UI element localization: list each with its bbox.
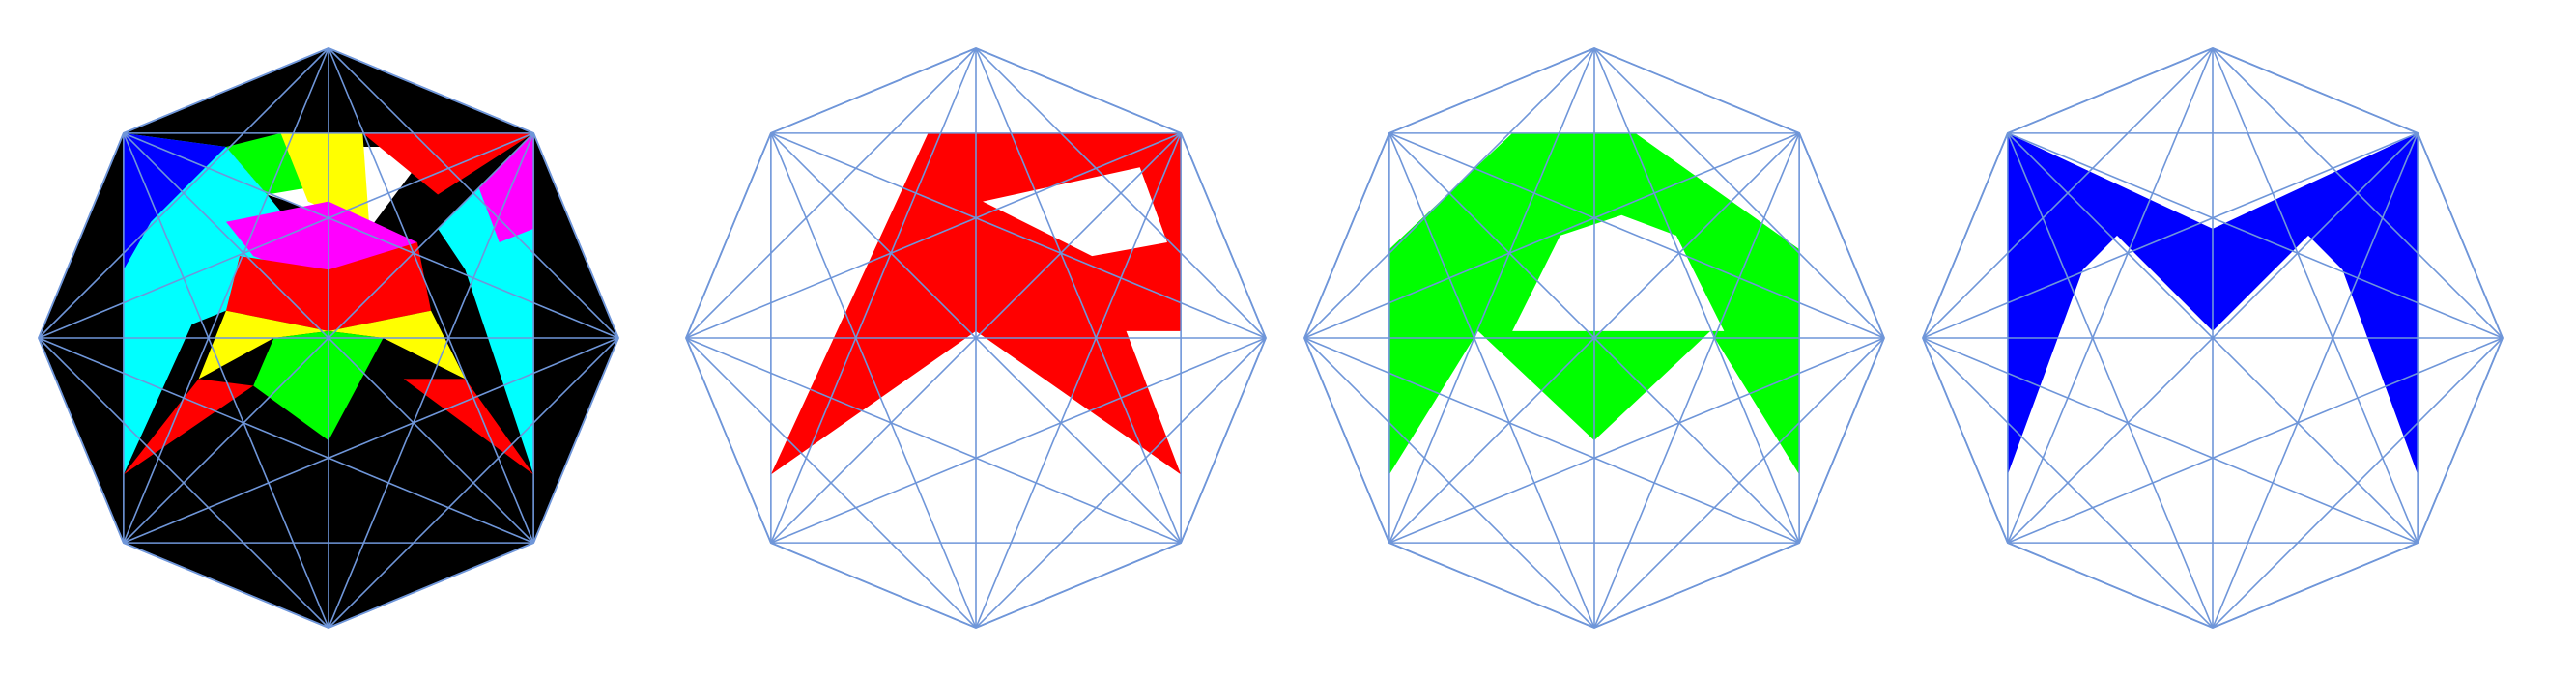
chord bbox=[328, 47, 534, 544]
chord bbox=[1922, 337, 2214, 629]
chord bbox=[123, 132, 534, 544]
octagon-outline bbox=[38, 47, 619, 629]
chord bbox=[685, 337, 977, 629]
chord bbox=[1922, 337, 2419, 544]
chord bbox=[1388, 132, 1800, 544]
octagon-panel-blue bbox=[1922, 47, 2504, 629]
region-green bbox=[253, 330, 384, 441]
chord bbox=[1593, 132, 1800, 629]
chord-lines bbox=[38, 47, 619, 629]
chord bbox=[770, 132, 977, 629]
chord bbox=[2007, 132, 2419, 544]
chord bbox=[2212, 132, 2419, 629]
chord bbox=[2212, 47, 2419, 544]
chord bbox=[685, 132, 1182, 339]
chord bbox=[1303, 132, 1800, 339]
chord bbox=[1388, 132, 1885, 339]
chord bbox=[975, 47, 1182, 544]
region-yellow bbox=[198, 310, 329, 380]
chord bbox=[1593, 47, 1800, 544]
octagon-outline bbox=[685, 47, 1267, 629]
chord-lines bbox=[1303, 47, 1885, 629]
chord-lines bbox=[685, 47, 1267, 629]
chord bbox=[328, 132, 534, 629]
chord bbox=[1388, 47, 1595, 544]
chord bbox=[685, 337, 1182, 544]
region-red bbox=[403, 379, 534, 475]
octagon-panel-green bbox=[1303, 47, 1885, 629]
octagon-panel-composite bbox=[38, 47, 619, 629]
region-white bbox=[1512, 214, 1725, 331]
chord bbox=[1388, 337, 1885, 544]
chord bbox=[975, 132, 1182, 629]
chord bbox=[2007, 337, 2504, 544]
chord bbox=[770, 47, 977, 544]
chord bbox=[123, 337, 619, 544]
region-yellow bbox=[280, 132, 370, 229]
chord bbox=[123, 47, 329, 544]
chord bbox=[770, 132, 1267, 339]
region-blue bbox=[123, 132, 226, 270]
chord bbox=[1388, 132, 1595, 629]
chord-lines bbox=[1922, 47, 2504, 629]
chord bbox=[770, 337, 1267, 544]
octagon-outline bbox=[1922, 47, 2504, 629]
chord bbox=[123, 132, 619, 339]
chord bbox=[2007, 132, 2504, 339]
chord bbox=[770, 132, 1182, 544]
chord bbox=[2007, 47, 2214, 544]
octagon-panel-red bbox=[685, 47, 1267, 629]
chord bbox=[1303, 337, 1800, 544]
chord bbox=[38, 337, 534, 544]
region-magenta bbox=[478, 132, 534, 243]
chord bbox=[1922, 132, 2419, 339]
region-white bbox=[983, 167, 1167, 257]
chord bbox=[38, 337, 329, 629]
chord bbox=[1303, 337, 1595, 629]
chord bbox=[38, 132, 534, 339]
octagon-outline bbox=[1303, 47, 1885, 629]
region-yellow bbox=[329, 310, 466, 380]
region-red bbox=[123, 379, 254, 475]
chord bbox=[2007, 132, 2214, 629]
region-red bbox=[362, 132, 534, 195]
chord bbox=[123, 132, 329, 629]
